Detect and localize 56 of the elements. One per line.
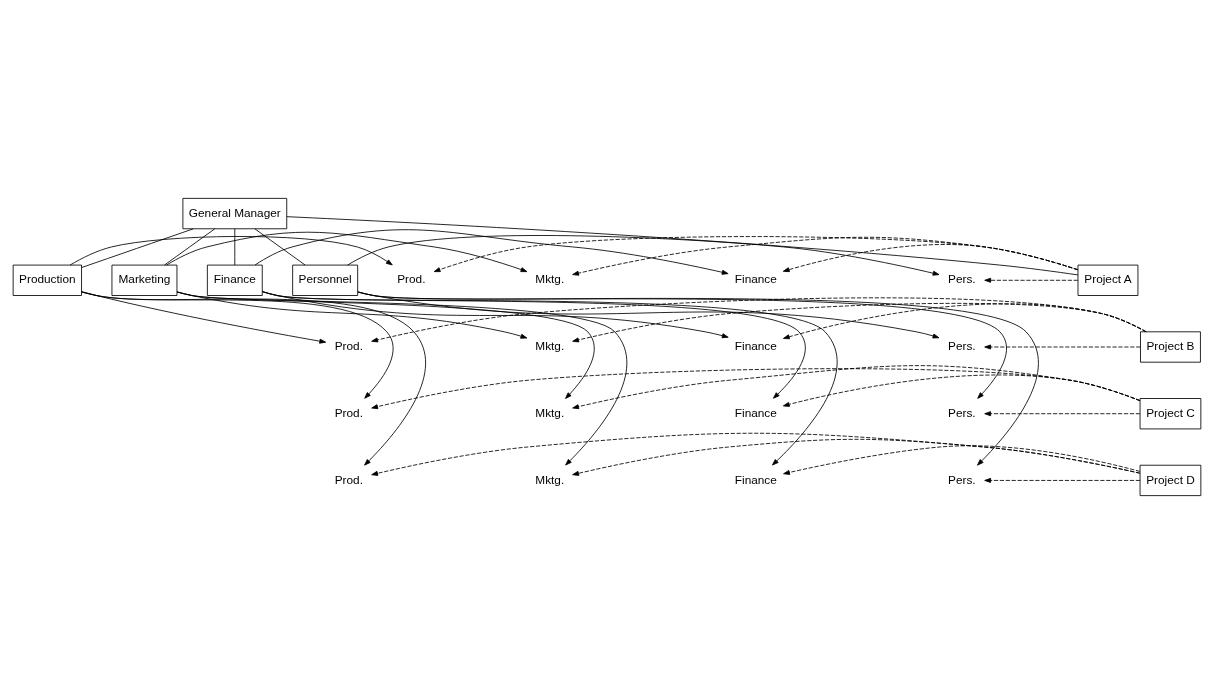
arrow	[81, 291, 427, 466]
arrow	[572, 365, 1141, 410]
node-text: Mktg.	[535, 339, 565, 354]
node-text: Mktg.	[535, 405, 565, 420]
node-text: Finance	[734, 272, 777, 287]
node-text: Prod.	[334, 472, 363, 487]
arrow	[347, 235, 940, 276]
arrow	[371, 368, 1141, 410]
arrow	[69, 236, 393, 266]
node-text: Mktg.	[535, 472, 565, 487]
node-box: Marketing	[111, 264, 178, 296]
arrow	[371, 297, 1147, 343]
arrow	[81, 291, 394, 399]
node-box: Finance	[206, 264, 263, 296]
node-box: Project D	[1139, 464, 1202, 497]
arrow	[782, 303, 1147, 340]
arrow	[984, 477, 1141, 483]
arrow	[572, 438, 1141, 476]
node-text: Mktg.	[535, 272, 565, 287]
arrow	[984, 411, 1141, 417]
arrow	[81, 291, 327, 344]
arrow	[783, 445, 1141, 475]
arrow	[572, 236, 1079, 276]
arrow	[782, 374, 1141, 407]
arrow	[357, 291, 1039, 466]
arrow	[984, 344, 1141, 350]
node-box: Project A	[1077, 264, 1139, 296]
arrow	[433, 236, 1079, 273]
arrow	[371, 432, 1141, 476]
arrow	[572, 302, 1147, 343]
node-text: Finance	[734, 472, 777, 487]
node-box: Production	[12, 264, 82, 296]
arrow	[254, 229, 729, 275]
arrow	[262, 291, 838, 466]
node-text: Prod.	[397, 272, 426, 287]
arrow	[176, 291, 628, 466]
connector	[286, 216, 1079, 276]
connector	[254, 228, 306, 266]
arrow	[984, 277, 1079, 283]
node-text: Pers.	[948, 339, 976, 354]
connector	[164, 228, 216, 266]
arrow	[782, 244, 1079, 273]
node-box: General Manager	[182, 197, 288, 230]
arrow	[166, 231, 528, 273]
node-text: Prod.	[334, 339, 363, 354]
node-box: Personnel	[292, 264, 359, 296]
node-box: Project B	[1140, 331, 1201, 363]
node-text: Pers.	[948, 272, 976, 287]
connector	[81, 228, 194, 268]
node-text: Pers.	[948, 472, 976, 487]
node-text: Pers.	[948, 405, 976, 420]
node-text: Prod.	[334, 405, 363, 420]
node-text: Finance	[734, 339, 777, 354]
node-text: Finance	[734, 405, 777, 420]
node-box: Project C	[1139, 398, 1202, 430]
connector	[234, 228, 236, 266]
